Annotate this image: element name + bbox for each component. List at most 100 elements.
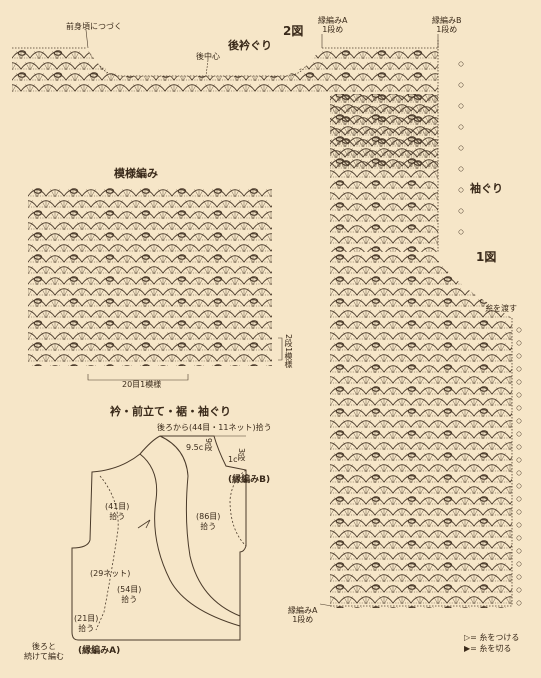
fig2-fan-stitch (110, 139, 116, 148)
fig2-fan-stitch (182, 161, 188, 170)
fig2b-shell (330, 192, 340, 200)
fig2-fan-stitch (137, 106, 143, 115)
swatch-fan-stitch (185, 244, 191, 253)
fig2b-shell (330, 214, 340, 222)
fig2-fan-stitch (299, 106, 305, 115)
fig1-picot (443, 320, 453, 326)
fig2-fan-stitch (304, 51, 310, 60)
fig1-picot (371, 364, 381, 370)
fig2-picot (53, 116, 63, 122)
fig2-fan-stitch (308, 117, 314, 126)
fig2-fan-stitch (146, 139, 152, 148)
fig1-fan-stitch (379, 310, 385, 319)
fig2b-fan-stitch (317, 181, 322, 189)
fig1-picot (407, 364, 417, 370)
fig1-shell (528, 278, 541, 284)
fig1-fan-stitch (433, 486, 439, 495)
fig2-shell (47, 117, 67, 125)
fig1-fan-stitch (428, 519, 434, 528)
fig1-fan-stitch (533, 365, 538, 373)
fig1-fan-stitch (347, 266, 353, 275)
fig2b-fan-stitch (383, 236, 389, 245)
fig1-fan-stitch (524, 442, 529, 450)
fig1-fan-stitch (528, 464, 533, 472)
fig2-fan-stitch (263, 62, 269, 71)
fig1-shell (330, 442, 340, 450)
fig2-fan-stitch (30, 172, 35, 180)
swatch-fan-stitch (203, 244, 209, 253)
swatch-fan-stitch (162, 189, 168, 198)
fig1-shell (509, 365, 512, 373)
swatch-fan-stitch (50, 211, 56, 220)
fig2-shell (444, 96, 462, 102)
fig1-fan-stitch (533, 387, 538, 395)
swatch-fan-stitch (158, 211, 164, 220)
fig1-fan-stitch (455, 574, 461, 583)
fig2-fan-stitch (88, 161, 94, 170)
fig2-shell (38, 128, 58, 136)
fig1-fan-stitch (500, 387, 506, 396)
fig1-fan-stitch (397, 398, 403, 407)
fig1-picot (479, 584, 489, 590)
fig1-picot (335, 254, 345, 260)
swatch-picot (105, 188, 115, 194)
fig1-shell (519, 377, 537, 383)
fig2-fan-stitch (236, 95, 242, 104)
fig1-fan-stitch (478, 541, 484, 550)
fig2b-fan-stitch (361, 214, 367, 223)
fig1-fan-stitch (321, 321, 326, 329)
swatch-fan-stitch (203, 200, 209, 209)
fig2b-fan-stitch (343, 170, 349, 179)
fig1-fan-stitch (491, 508, 497, 517)
fig2-fan-stitch (133, 62, 139, 71)
fig1-fan-stitch (469, 376, 475, 385)
fig1-fan-stitch (496, 387, 502, 396)
swatch-fan-stitch (63, 244, 69, 253)
fig1-fan-stitch (496, 607, 502, 608)
fig1-fan-stitch (374, 607, 380, 608)
fig2-fan-stitch (196, 161, 202, 170)
fig1-fan-stitch (528, 420, 533, 428)
fig2-fan-stitch (88, 73, 94, 82)
fig2-fan-stitch (209, 106, 215, 115)
swatch-fan-stitch (15, 233, 20, 241)
fig2-fan-stitch (453, 139, 458, 147)
fig2b-shell (447, 127, 465, 133)
swatch-fan-stitch (153, 200, 159, 209)
swatch-fan-stitch (122, 233, 128, 242)
fig2-fan-stitch (115, 62, 121, 71)
swatch-fan-stitch (140, 211, 146, 220)
fig2-fan-stitch (196, 117, 202, 126)
fig2b-fan-stitch (352, 203, 358, 212)
fig2-fan-stitch (97, 106, 103, 115)
fig2-fan-stitch (453, 161, 458, 169)
fig1-fan-stitch (437, 442, 443, 451)
fig2-fan-stitch (277, 128, 283, 137)
fig2-shell (56, 150, 76, 158)
fig2b-fan-stitch (330, 104, 335, 113)
fig2-picot (377, 50, 387, 56)
fig2-shell (444, 74, 462, 80)
fig1-fan-stitch (428, 541, 434, 550)
swatch-fan-stitch (194, 255, 200, 264)
fig2-shell (12, 95, 31, 103)
fig1-fan-stitch (509, 266, 512, 275)
fig2-fan-stitch (97, 128, 103, 137)
fig2-shell (12, 161, 13, 169)
fig2-fan-stitch (74, 117, 80, 126)
swatch-fan-stitch (59, 200, 65, 209)
fig2-shell (201, 173, 219, 179)
fig2b-shell (437, 115, 438, 123)
swatch-fan-stitch (280, 222, 285, 230)
fig2-picot (305, 94, 315, 100)
fig1-fan-stitch (455, 552, 461, 561)
fig2b-picot (371, 114, 381, 120)
fig1-fan-stitch (401, 398, 407, 407)
fig1-fan-stitch (388, 541, 394, 550)
fig1-fan-stitch (442, 299, 448, 308)
swatch-fan-stitch (189, 244, 195, 253)
fig2-fan-stitch (385, 106, 391, 115)
fig2-fan-stitch (70, 73, 76, 82)
fig2b-picot (335, 136, 345, 142)
fig2-fan-stitch (20, 139, 26, 148)
